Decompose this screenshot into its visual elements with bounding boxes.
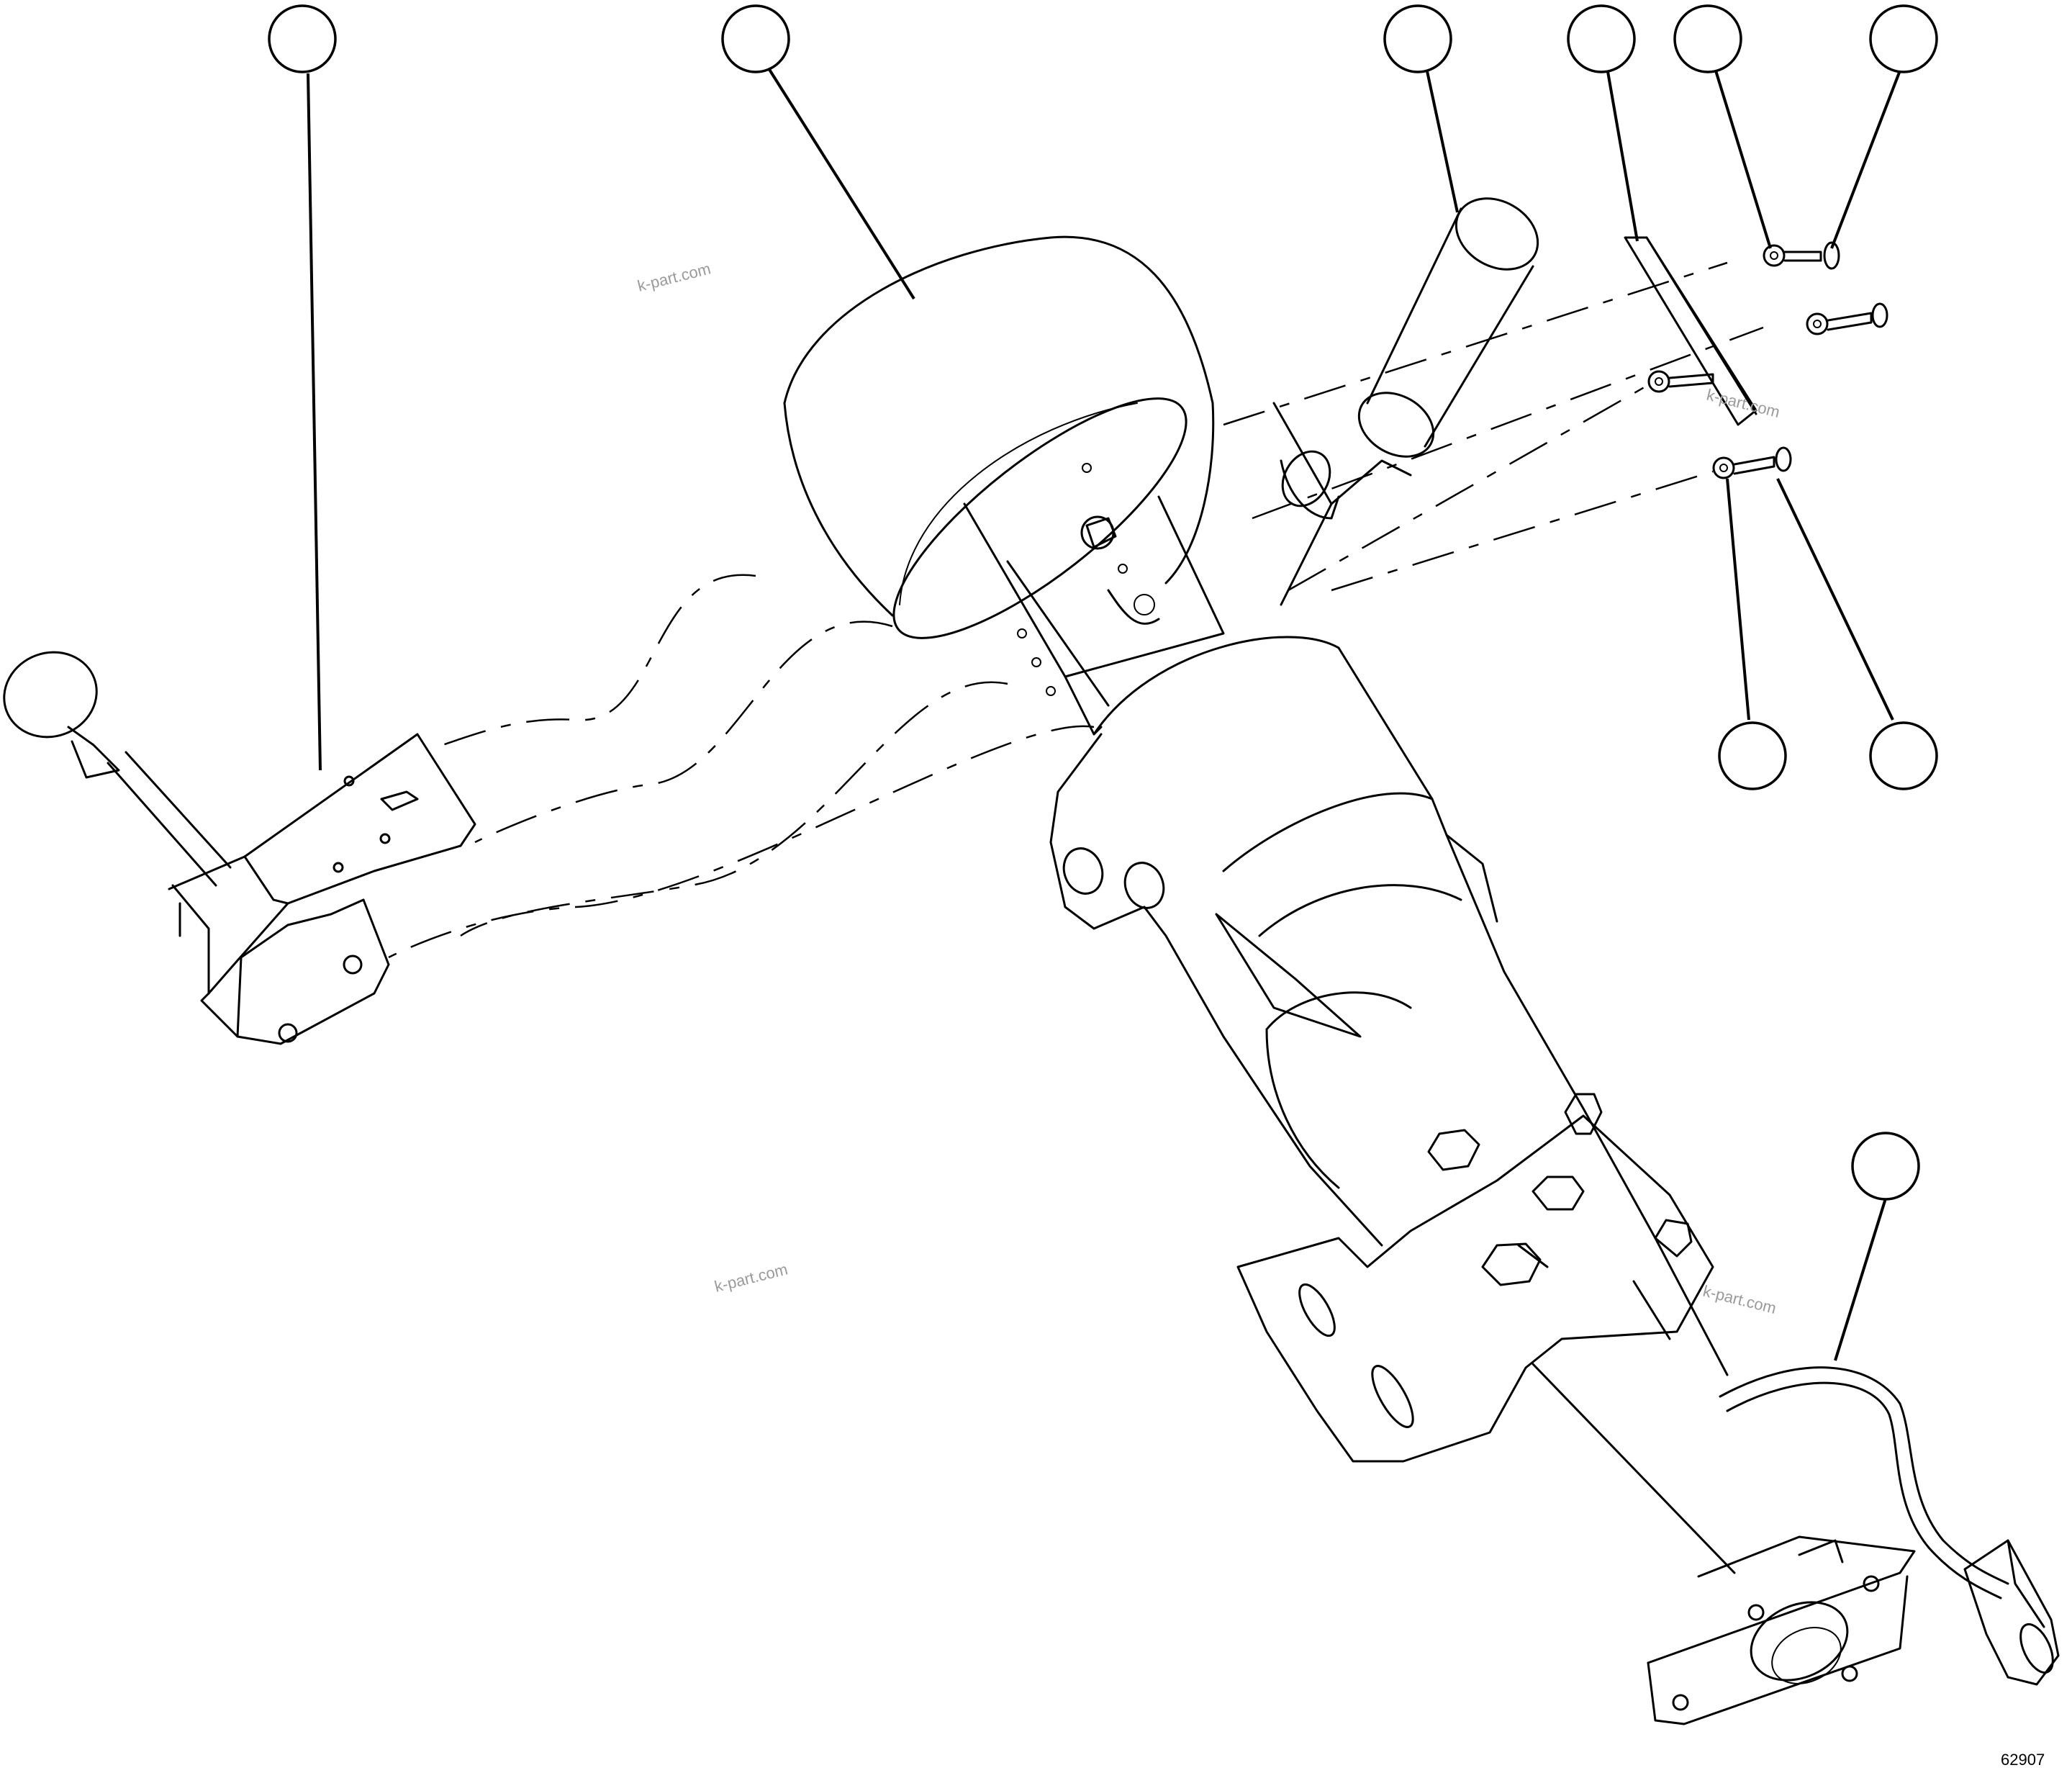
gauge-housing [783, 235, 1215, 639]
callout-balloon [721, 4, 790, 73]
callout-leaders [307, 60, 1901, 1361]
callout-balloon [1851, 1132, 1920, 1201]
callout-balloon [1673, 4, 1742, 73]
cylinder-tube [1272, 197, 1539, 606]
screw-1 [1763, 241, 1840, 270]
screws-and-washers [1647, 241, 1888, 479]
watermark-1: k-part.com [635, 259, 712, 294]
callout-balloon [1869, 721, 1938, 790]
alignment-lines [388, 261, 1764, 959]
screw-3 [1647, 370, 1714, 393]
watermark-3: k-part.com [712, 1260, 790, 1295]
callout-balloons [268, 4, 1938, 1201]
figure-number: 62907 [2001, 1751, 2045, 1769]
mounting-bracket [1236, 1114, 1714, 1463]
callout-balloon [1718, 721, 1787, 790]
screw-2 [1806, 302, 1888, 335]
callout-balloon [268, 4, 337, 73]
shift-lever-assembly [3, 651, 476, 1045]
callout-balloon [1383, 4, 1452, 73]
watermark-4: k-part.com [1701, 1282, 1778, 1317]
lower-flange [1532, 1363, 1916, 1725]
screw-4 [1712, 446, 1792, 479]
hex-nuts [1427, 1093, 1693, 1286]
wire-harness [1719, 1366, 2060, 1686]
callout-balloon [1567, 4, 1636, 73]
callout-balloon [1869, 4, 1938, 73]
retaining-strap [1624, 236, 1757, 426]
steering-column [963, 463, 1729, 1376]
